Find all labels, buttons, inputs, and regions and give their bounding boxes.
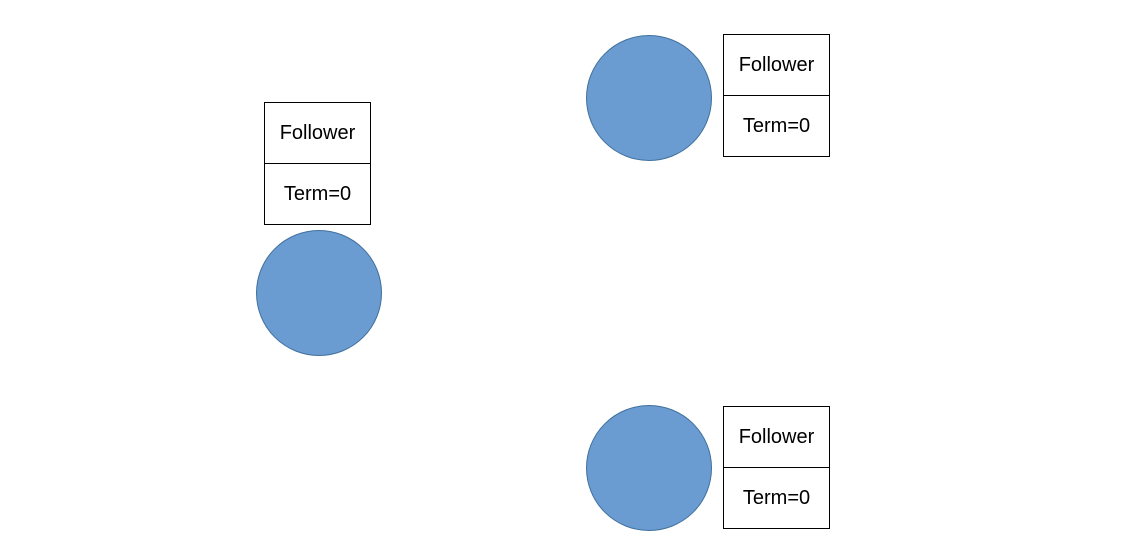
server-term-label: Term=0 (742, 114, 811, 137)
server-term-label: Term=0 (742, 486, 811, 509)
server-node (586, 35, 712, 161)
server-state-box: Follower Term=0 (723, 34, 830, 157)
server-term-label: Term=0 (283, 182, 352, 205)
server-state-box: Follower Term=0 (264, 102, 371, 225)
server-node (586, 405, 712, 531)
server-state-box: Follower Term=0 (723, 406, 830, 529)
server-role-label: Follower (265, 103, 370, 164)
server-role-label: Follower (724, 35, 829, 96)
server-node (256, 230, 382, 356)
server-role-label: Follower (724, 407, 829, 468)
